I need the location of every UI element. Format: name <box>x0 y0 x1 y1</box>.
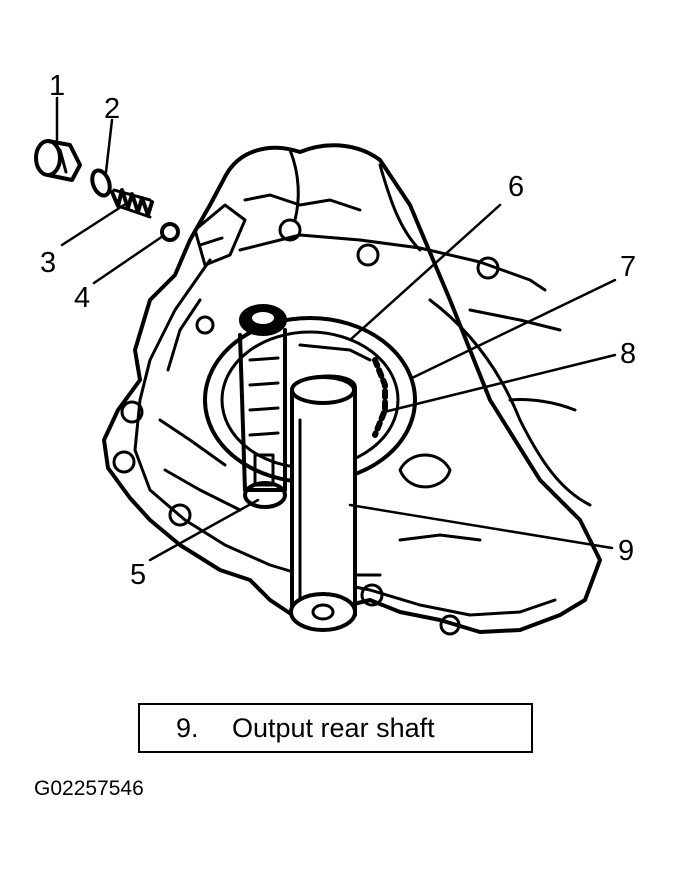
callout-3: 3 <box>40 247 56 279</box>
callout-6: 6 <box>508 171 524 203</box>
exploded-parts <box>34 139 180 242</box>
flange-bolt-holes <box>112 218 500 636</box>
drive-shaft <box>238 304 287 509</box>
figure-id: G02257546 <box>34 777 144 800</box>
callout-2: 2 <box>104 93 120 125</box>
callout-1: 1 <box>49 70 65 102</box>
spring <box>110 188 154 219</box>
callout-5: 5 <box>130 559 146 591</box>
legend-box: 9. Output rear shaft <box>138 703 533 753</box>
legend-text: Output rear shaft <box>232 712 435 743</box>
transfer-case-diagram: 1 2 3 4 5 6 7 8 9 <box>34 70 636 636</box>
gasket <box>90 168 112 198</box>
callout-4: 4 <box>74 282 90 314</box>
callout-7: 7 <box>620 251 636 283</box>
callout-labels: 1 2 3 4 5 6 7 8 9 <box>40 70 636 591</box>
legend-number: 9. <box>176 712 199 743</box>
ball <box>160 222 180 242</box>
callout-8: 8 <box>620 338 636 370</box>
callout-9: 9 <box>618 535 634 567</box>
plug-bolt <box>34 139 82 182</box>
output-rear-shaft <box>289 374 357 632</box>
leader-lines <box>55 96 617 562</box>
